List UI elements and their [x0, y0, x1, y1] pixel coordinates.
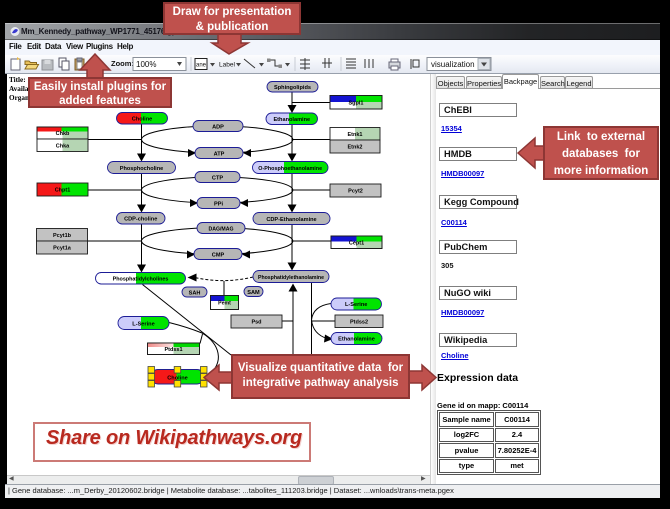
svg-text:Ethanolamine: Ethanolamine — [273, 117, 310, 123]
svg-text:Cept1: Cept1 — [349, 241, 364, 247]
svg-text:L-Serine: L-Serine — [345, 302, 367, 308]
svg-text:SAH: SAH — [189, 291, 201, 297]
svg-text:Chka: Chka — [56, 144, 70, 150]
svg-text:Pemt: Pemt — [218, 301, 231, 307]
svg-text:Psd: Psd — [251, 320, 261, 326]
svg-text:ane: ane — [196, 63, 207, 69]
svg-text:Zoom:: Zoom: — [111, 59, 134, 68]
svg-text:Phosphocholine: Phosphocholine — [120, 166, 164, 172]
svg-text:visualization: visualization — [431, 60, 475, 69]
svg-text:Label: Label — [219, 62, 235, 69]
svg-text:Organis: Organis — [9, 94, 34, 102]
svg-text:DAG/MAG: DAG/MAG — [208, 227, 233, 233]
svg-text:Etnk2: Etnk2 — [348, 145, 363, 151]
svg-text:Etnk1: Etnk1 — [348, 132, 363, 138]
svg-text:PPi: PPi — [214, 202, 223, 208]
svg-text:CDP-choline: CDP-choline — [124, 217, 157, 223]
svg-text:SAM: SAM — [247, 290, 260, 296]
svg-text:Sphingolipids: Sphingolipids — [274, 85, 311, 91]
svg-text:Sgpl1: Sgpl1 — [349, 101, 364, 107]
svg-text:100%: 100% — [136, 60, 156, 69]
svg-text:L-Serine: L-Serine — [132, 322, 154, 328]
svg-text:ATP: ATP — [214, 152, 225, 158]
svg-text:CDP-Ethanolamine: CDP-Ethanolamine — [266, 217, 316, 223]
svg-text:Chpt1: Chpt1 — [55, 188, 71, 194]
svg-text:Availab: Availab — [9, 85, 32, 93]
svg-text:O-Phosphoethanolamine: O-Phosphoethanolamine — [258, 166, 322, 172]
svg-text:Phosphatidylethanolamine: Phosphatidylethanolamine — [258, 275, 324, 281]
svg-text:ADP: ADP — [212, 125, 224, 131]
svg-text:Pcyt2: Pcyt2 — [348, 189, 363, 195]
svg-text:CMP: CMP — [212, 253, 225, 259]
svg-text:CTP: CTP — [212, 176, 223, 182]
svg-text:Pcyt1b: Pcyt1b — [53, 233, 72, 239]
svg-text:Chkb: Chkb — [56, 131, 70, 137]
svg-text:Ptdss2: Ptdss2 — [350, 319, 368, 325]
svg-text:Choline: Choline — [132, 117, 153, 123]
svg-text:Pcyt1a: Pcyt1a — [53, 246, 72, 252]
svg-text:Title:: Title: — [9, 76, 26, 84]
svg-text:Phosphatidylcholines: Phosphatidylcholines — [113, 276, 169, 282]
svg-text:Choline: Choline — [167, 376, 188, 382]
svg-text:Ethanolamine: Ethanolamine — [338, 337, 375, 343]
svg-text:Ptdss1: Ptdss1 — [164, 347, 182, 353]
